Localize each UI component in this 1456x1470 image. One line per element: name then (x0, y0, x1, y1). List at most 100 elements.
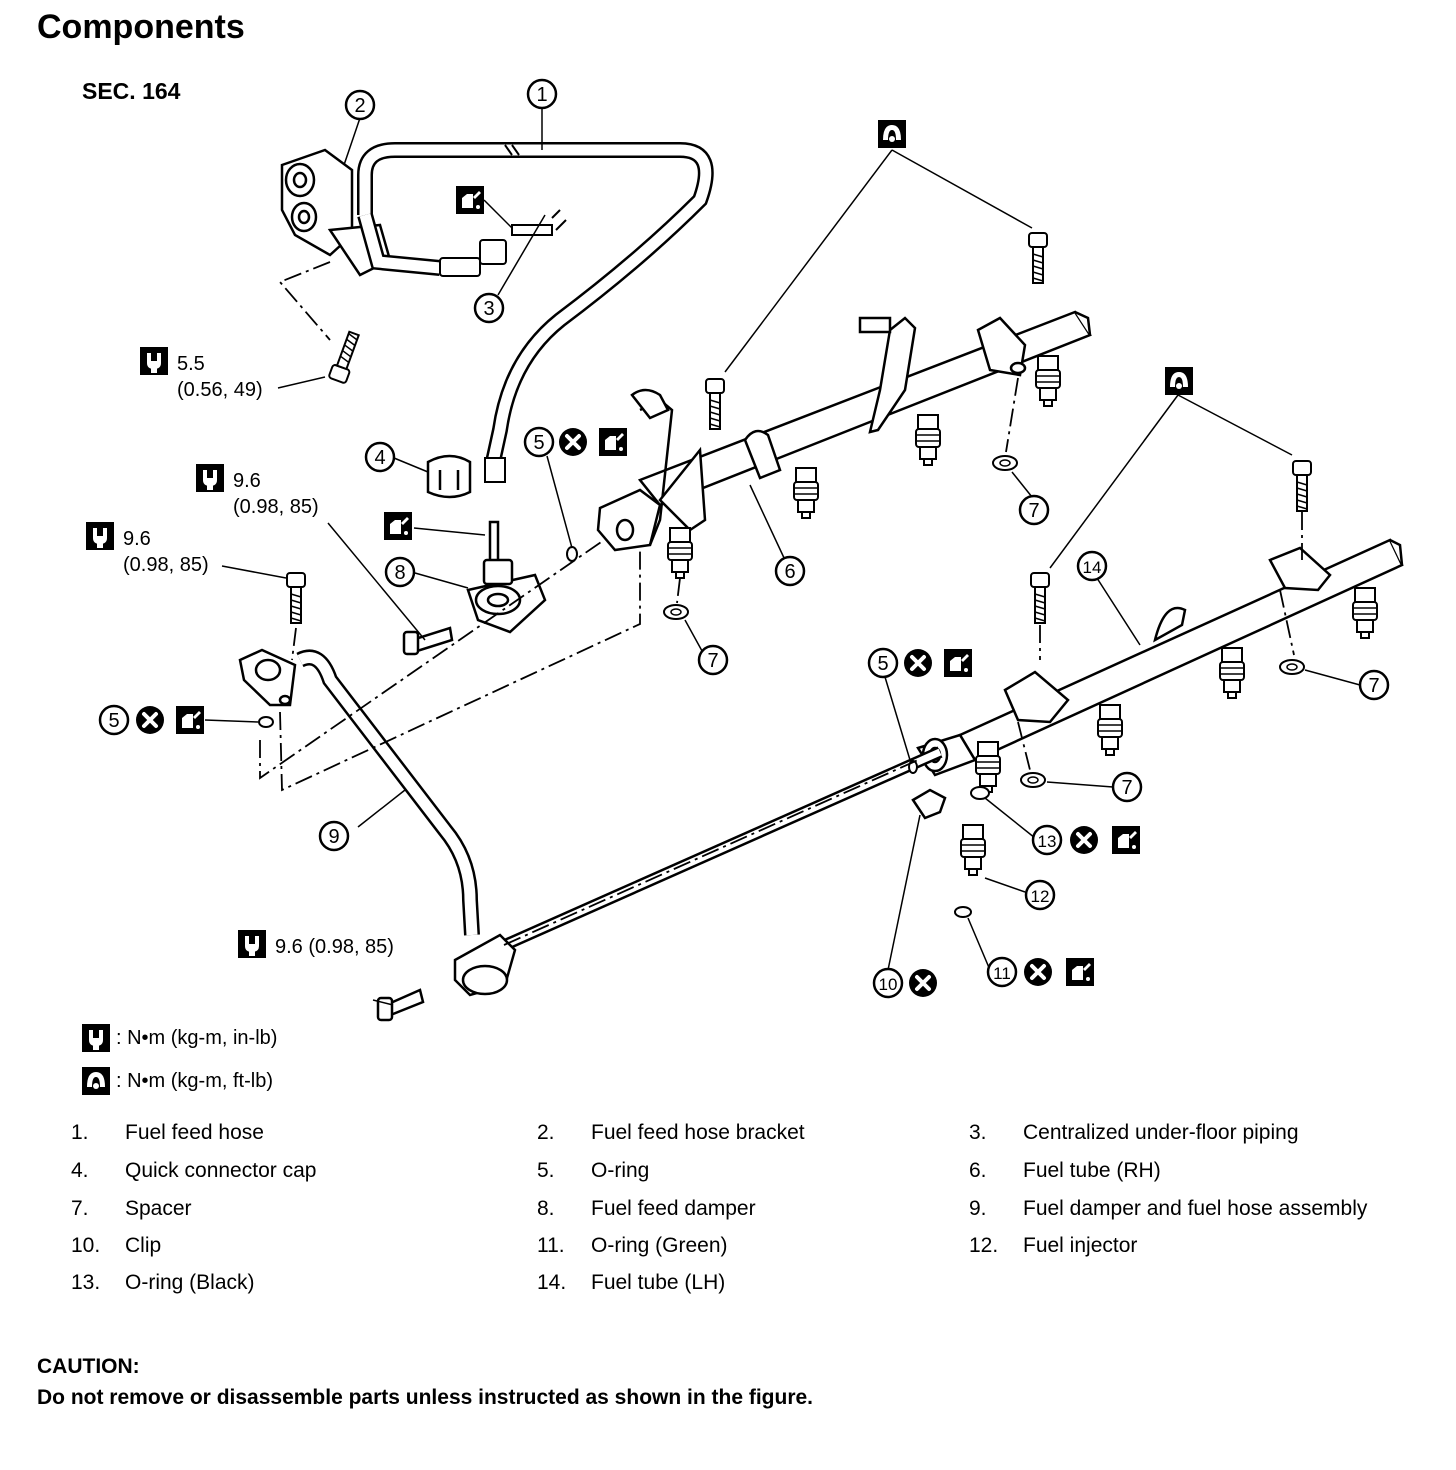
svg-text:2: 2 (354, 95, 365, 117)
callout-7: 7 (697, 644, 729, 676)
svg-text:3: 3 (483, 298, 494, 320)
callout-7: 7 (1358, 669, 1390, 701)
part-item: 11.O-ring (Green) (537, 1234, 728, 1257)
oil-can-icon (456, 186, 484, 214)
legend-text: : N•m (kg-m, ft-lb) (116, 1069, 273, 1092)
quick-connector-cap (426, 454, 472, 499)
callout-7: 7 (1018, 494, 1050, 526)
svg-text:14: 14 (1083, 558, 1102, 577)
spacer (992, 455, 1018, 471)
part-item: 12.Fuel injector (969, 1234, 1138, 1257)
spacer (663, 604, 689, 620)
svg-text:9.6: 9.6 (123, 528, 151, 550)
leader-lines (204, 108, 1361, 1006)
fuel-injector (1219, 647, 1245, 699)
svg-text:5: 5 (877, 653, 888, 675)
part-item: 4.Quick connector cap (71, 1159, 317, 1182)
svg-text:7: 7 (1028, 500, 1039, 522)
svg-text:8: 8 (394, 562, 405, 584)
callout-3: 3 (473, 292, 505, 324)
callout-14: 14 (1076, 550, 1108, 582)
callout-5: 5 (867, 647, 899, 679)
torque-ft-lb-icon (1165, 367, 1193, 395)
svg-text:5: 5 (108, 710, 119, 732)
fuel-feed-hose (357, 142, 714, 483)
bolt (705, 378, 725, 430)
part-item: 1.Fuel feed hose (71, 1121, 264, 1144)
legend-torque-in-lb: : N•m (kg-m, in-lb) (82, 1024, 277, 1052)
fuel-injector (793, 467, 819, 519)
callout-6: 6 (774, 555, 806, 587)
callout-11: 11 (986, 956, 1018, 988)
svg-text:(0.98, 85): (0.98, 85) (233, 496, 319, 518)
callout-5: 5 (523, 426, 555, 458)
fuel-injector (1035, 355, 1061, 407)
torque-in-lb-icon (82, 1024, 110, 1052)
caution-text: Do not remove or disassemble parts unles… (37, 1386, 814, 1409)
fuel-injector (1097, 704, 1123, 756)
callout-12: 12 (1024, 879, 1056, 911)
part-item: 8.Fuel feed damper (537, 1197, 756, 1220)
bolt (327, 329, 364, 385)
oil-can-icon (384, 512, 412, 540)
callout-1: 1 (526, 78, 558, 110)
fuel-tube-rh (596, 310, 1092, 552)
svg-text:10: 10 (879, 975, 898, 994)
part-item: 5.O-ring (537, 1159, 650, 1182)
svg-text:7: 7 (1121, 777, 1132, 799)
torque-spec-4: 9.6 (0.98, 85) (238, 930, 394, 958)
fuel-injector-top (975, 741, 1001, 793)
oil-can-icon (944, 649, 972, 677)
fuel-injector (667, 527, 693, 579)
callout-9: 9 (318, 820, 350, 852)
svg-text:9.6 (0.98, 85): 9.6 (0.98, 85) (275, 936, 394, 958)
svg-text:9.6: 9.6 (233, 470, 261, 492)
part-item: 2.Fuel feed hose bracket (537, 1121, 805, 1144)
torque-spec-3: 9.6 (0.98, 85) (86, 522, 209, 576)
oil-can-icon (599, 428, 627, 456)
do-not-reuse-icon (907, 967, 939, 999)
svg-text:7: 7 (1368, 675, 1379, 697)
torque-ft-lb-icon (82, 1067, 110, 1095)
torque-ft-lb-icon (878, 120, 906, 148)
fuel-injector (1352, 587, 1378, 639)
caution-title: CAUTION: (37, 1355, 140, 1378)
svg-text:9: 9 (328, 826, 339, 848)
svg-text:(0.56, 49): (0.56, 49) (177, 379, 263, 401)
svg-text:7: 7 (707, 650, 718, 672)
part-item: 9.Fuel damper and fuel hose assembly (969, 1197, 1368, 1220)
do-not-reuse-icon (902, 647, 934, 679)
bolt (286, 572, 306, 624)
do-not-reuse-icon (1022, 956, 1054, 988)
spacer (1279, 659, 1305, 675)
legend-text: : N•m (kg-m, in-lb) (116, 1026, 278, 1049)
svg-text:(0.98, 85): (0.98, 85) (123, 554, 209, 576)
fuel-tube-lh (916, 538, 1404, 777)
svg-text:1: 1 (536, 84, 547, 106)
callout-7: 7 (1111, 771, 1143, 803)
do-not-reuse-icon (134, 704, 166, 736)
callout-8: 8 (384, 556, 416, 588)
svg-text:5.5: 5.5 (177, 353, 205, 375)
torque-spec-1: 5.5 (0.56, 49) (140, 347, 263, 401)
callout-5: 5 (98, 704, 130, 736)
do-not-reuse-icon (557, 426, 589, 458)
do-not-reuse-icon (1068, 824, 1100, 856)
assembly-guide-lines (259, 261, 1303, 946)
svg-text:11: 11 (993, 964, 1011, 983)
oil-can-icon (1112, 826, 1140, 854)
bolt (1028, 232, 1048, 284)
callout-4: 4 (364, 441, 396, 473)
exploded-diagram: 1 2 3 4 5 5 5 6 7 7 7 7 8 9 10 11 12 13 … (86, 78, 1404, 1022)
part-item: 10.Clip (71, 1234, 162, 1257)
torque-spec-2: 9.6 (0.98, 85) (196, 464, 319, 518)
o-rings (258, 546, 990, 918)
bolt (1030, 572, 1050, 624)
oil-can-icon (176, 706, 204, 734)
spacer (1020, 772, 1046, 788)
callout-13: 13 (1031, 824, 1063, 856)
callout-2: 2 (344, 89, 376, 121)
fuel-injector (915, 414, 941, 466)
legend-torque-ft-lb: : N•m (kg-m, ft-lb) (82, 1067, 273, 1095)
svg-text:6: 6 (784, 561, 795, 583)
